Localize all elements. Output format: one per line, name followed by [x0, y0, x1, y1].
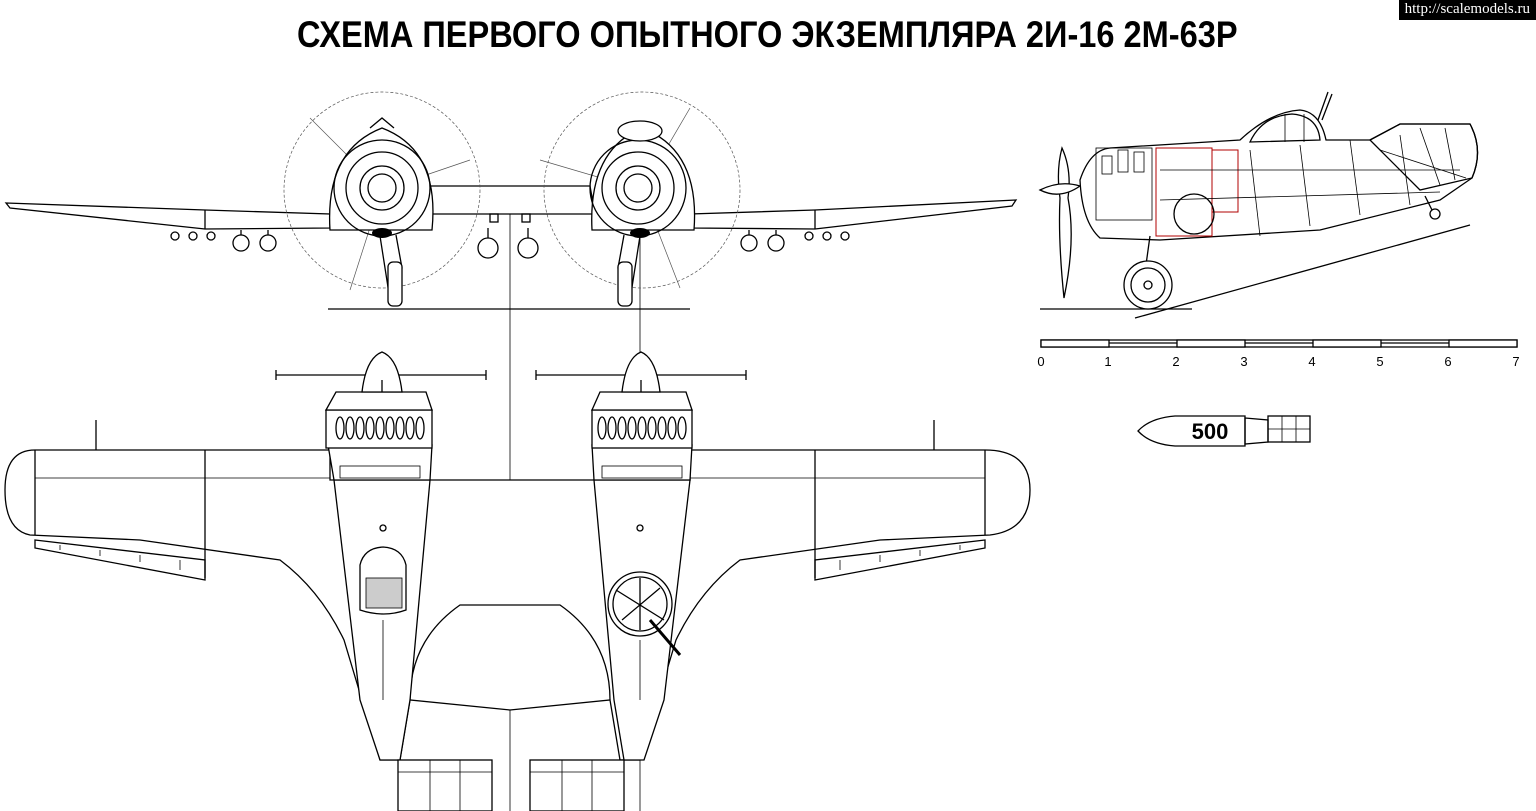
bomb-label: 500 — [1192, 419, 1229, 444]
bomb-500: 500 — [1137, 415, 1311, 447]
scale-tick-4: 4 — [1308, 354, 1315, 369]
scale-tick-7: 7 — [1512, 354, 1519, 369]
scale-tick-3: 3 — [1240, 354, 1247, 369]
top-view — [4, 351, 1031, 811]
scale-tick-0: 0 — [1037, 354, 1044, 369]
scale-tick-1: 1 — [1104, 354, 1111, 369]
front-view — [4, 91, 1018, 811]
scale-tick-2: 2 — [1172, 354, 1179, 369]
source-watermark: http://scalemodels.ru — [1398, 0, 1536, 20]
scale-tick-6: 6 — [1444, 354, 1451, 369]
scale-tick-5: 5 — [1376, 354, 1383, 369]
scale-bar: 0 1 2 3 4 5 6 7 — [1037, 339, 1520, 369]
side-view — [1038, 91, 1479, 319]
drawing-title: СХЕМА ПЕРВОГО ОПЫТНОГО ЭКЗЕМПЛЯРА 2И-16 … — [296, 14, 1238, 55]
